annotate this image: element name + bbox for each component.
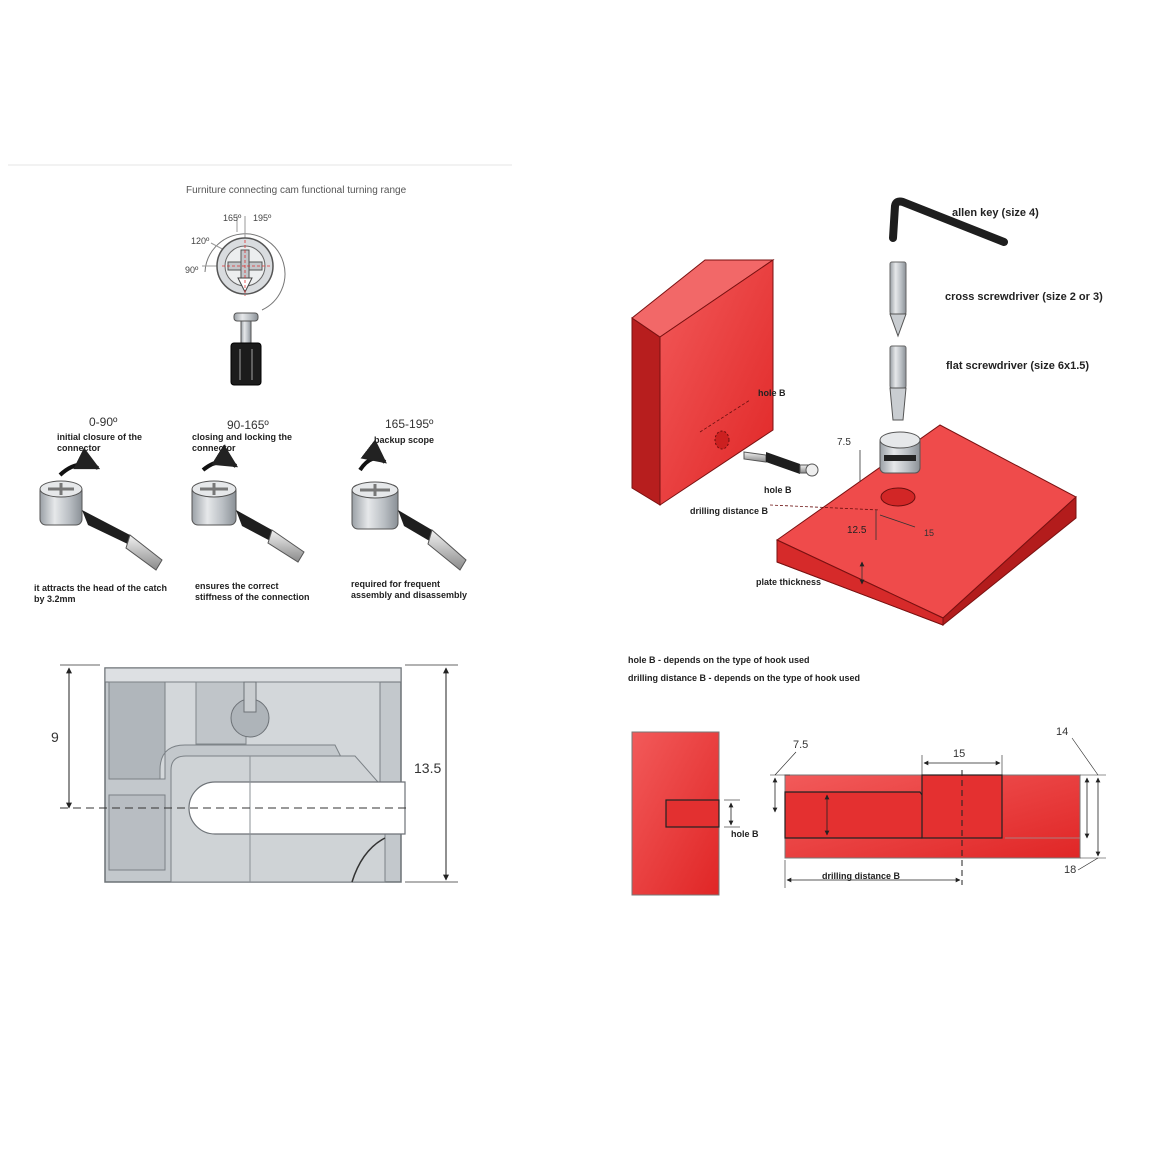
stage-1-heading-line1: initial closure of the [57,432,143,442]
cross-screwdriver-label: cross screwdriver (size 2 or 3) [945,291,1103,303]
section-dim-14: 14 [1056,726,1069,738]
flat-screwdriver-icon [889,345,907,421]
angle-165: 165º [223,213,242,223]
iso-hole-b-label: hole B [758,388,786,398]
section-dim-15: 15 [953,748,966,760]
stage-3-note-line2: assembly and disassembly [351,590,468,600]
allen-key-label: allen key (size 4) [952,207,1039,219]
iso-assembly [631,259,1077,627]
angle-195: 195º [253,213,272,223]
stage-2-note-line1: ensures the correct [195,581,279,591]
allen-key-icon [889,197,1008,246]
dim-9: 9 [51,729,59,745]
stage-1-note-line1: it attracts the head of the catch [34,583,168,593]
cross-screwdriver-icon [889,261,907,338]
stage-2-range: 90-165º [227,418,269,432]
iso-plate-thickness-label: plate thickness [756,577,822,587]
drilling-section [631,731,1106,896]
cam-cross-section [60,664,458,883]
iso-dim-12-5: 12.5 [847,525,867,536]
iso-bolt-hole-b-label: hole B [764,485,792,495]
dim-13-5: 13.5 [414,760,442,776]
stage-icons [39,439,467,571]
section-dim-7-5: 7.5 [793,739,809,751]
section-dim-18: 18 [1064,864,1077,876]
stage-1-heading-line2: connector [57,443,101,453]
turning-arc [204,233,286,311]
section-drilling-distance-label: drilling distance B [822,871,901,881]
stage-1-note-line2: by 3.2mm [34,594,76,604]
stage-3-range: 165-195º [385,417,434,431]
cam-turning-range-figure [202,216,286,386]
stage-1-range: 0-90º [89,415,118,429]
stage-2-heading-line1: closing and locking the [192,432,293,442]
angle-120: 120º [191,236,210,246]
stage-1-connector [39,447,163,571]
section-hole-b-label: hole B [731,829,759,839]
iso-dim-15: 15 [924,528,935,538]
stage-3-heading: backup scope [374,435,435,445]
note-hole-b: hole B - depends on the type of hook use… [628,655,810,665]
turning-range-title: Furniture connecting cam functional turn… [186,185,407,196]
stage-2-connector [191,444,305,563]
note-drilling-distance: drilling distance B - depends on the typ… [628,673,861,683]
stage-2-heading-line2: connector [192,443,236,453]
tools [889,197,1008,421]
stage-3-connector [351,439,467,571]
flat-screwdriver-label: flat screwdriver (size 6x1.5) [946,360,1090,372]
iso-drilling-distance-label: drilling distance B [690,506,769,516]
angle-90: 90º [185,265,199,275]
stage-3-note-line1: required for frequent [351,579,441,589]
iso-dim-7-5: 7.5 [837,437,851,448]
stage-2-note-line2: stiffness of the connection [195,592,310,602]
